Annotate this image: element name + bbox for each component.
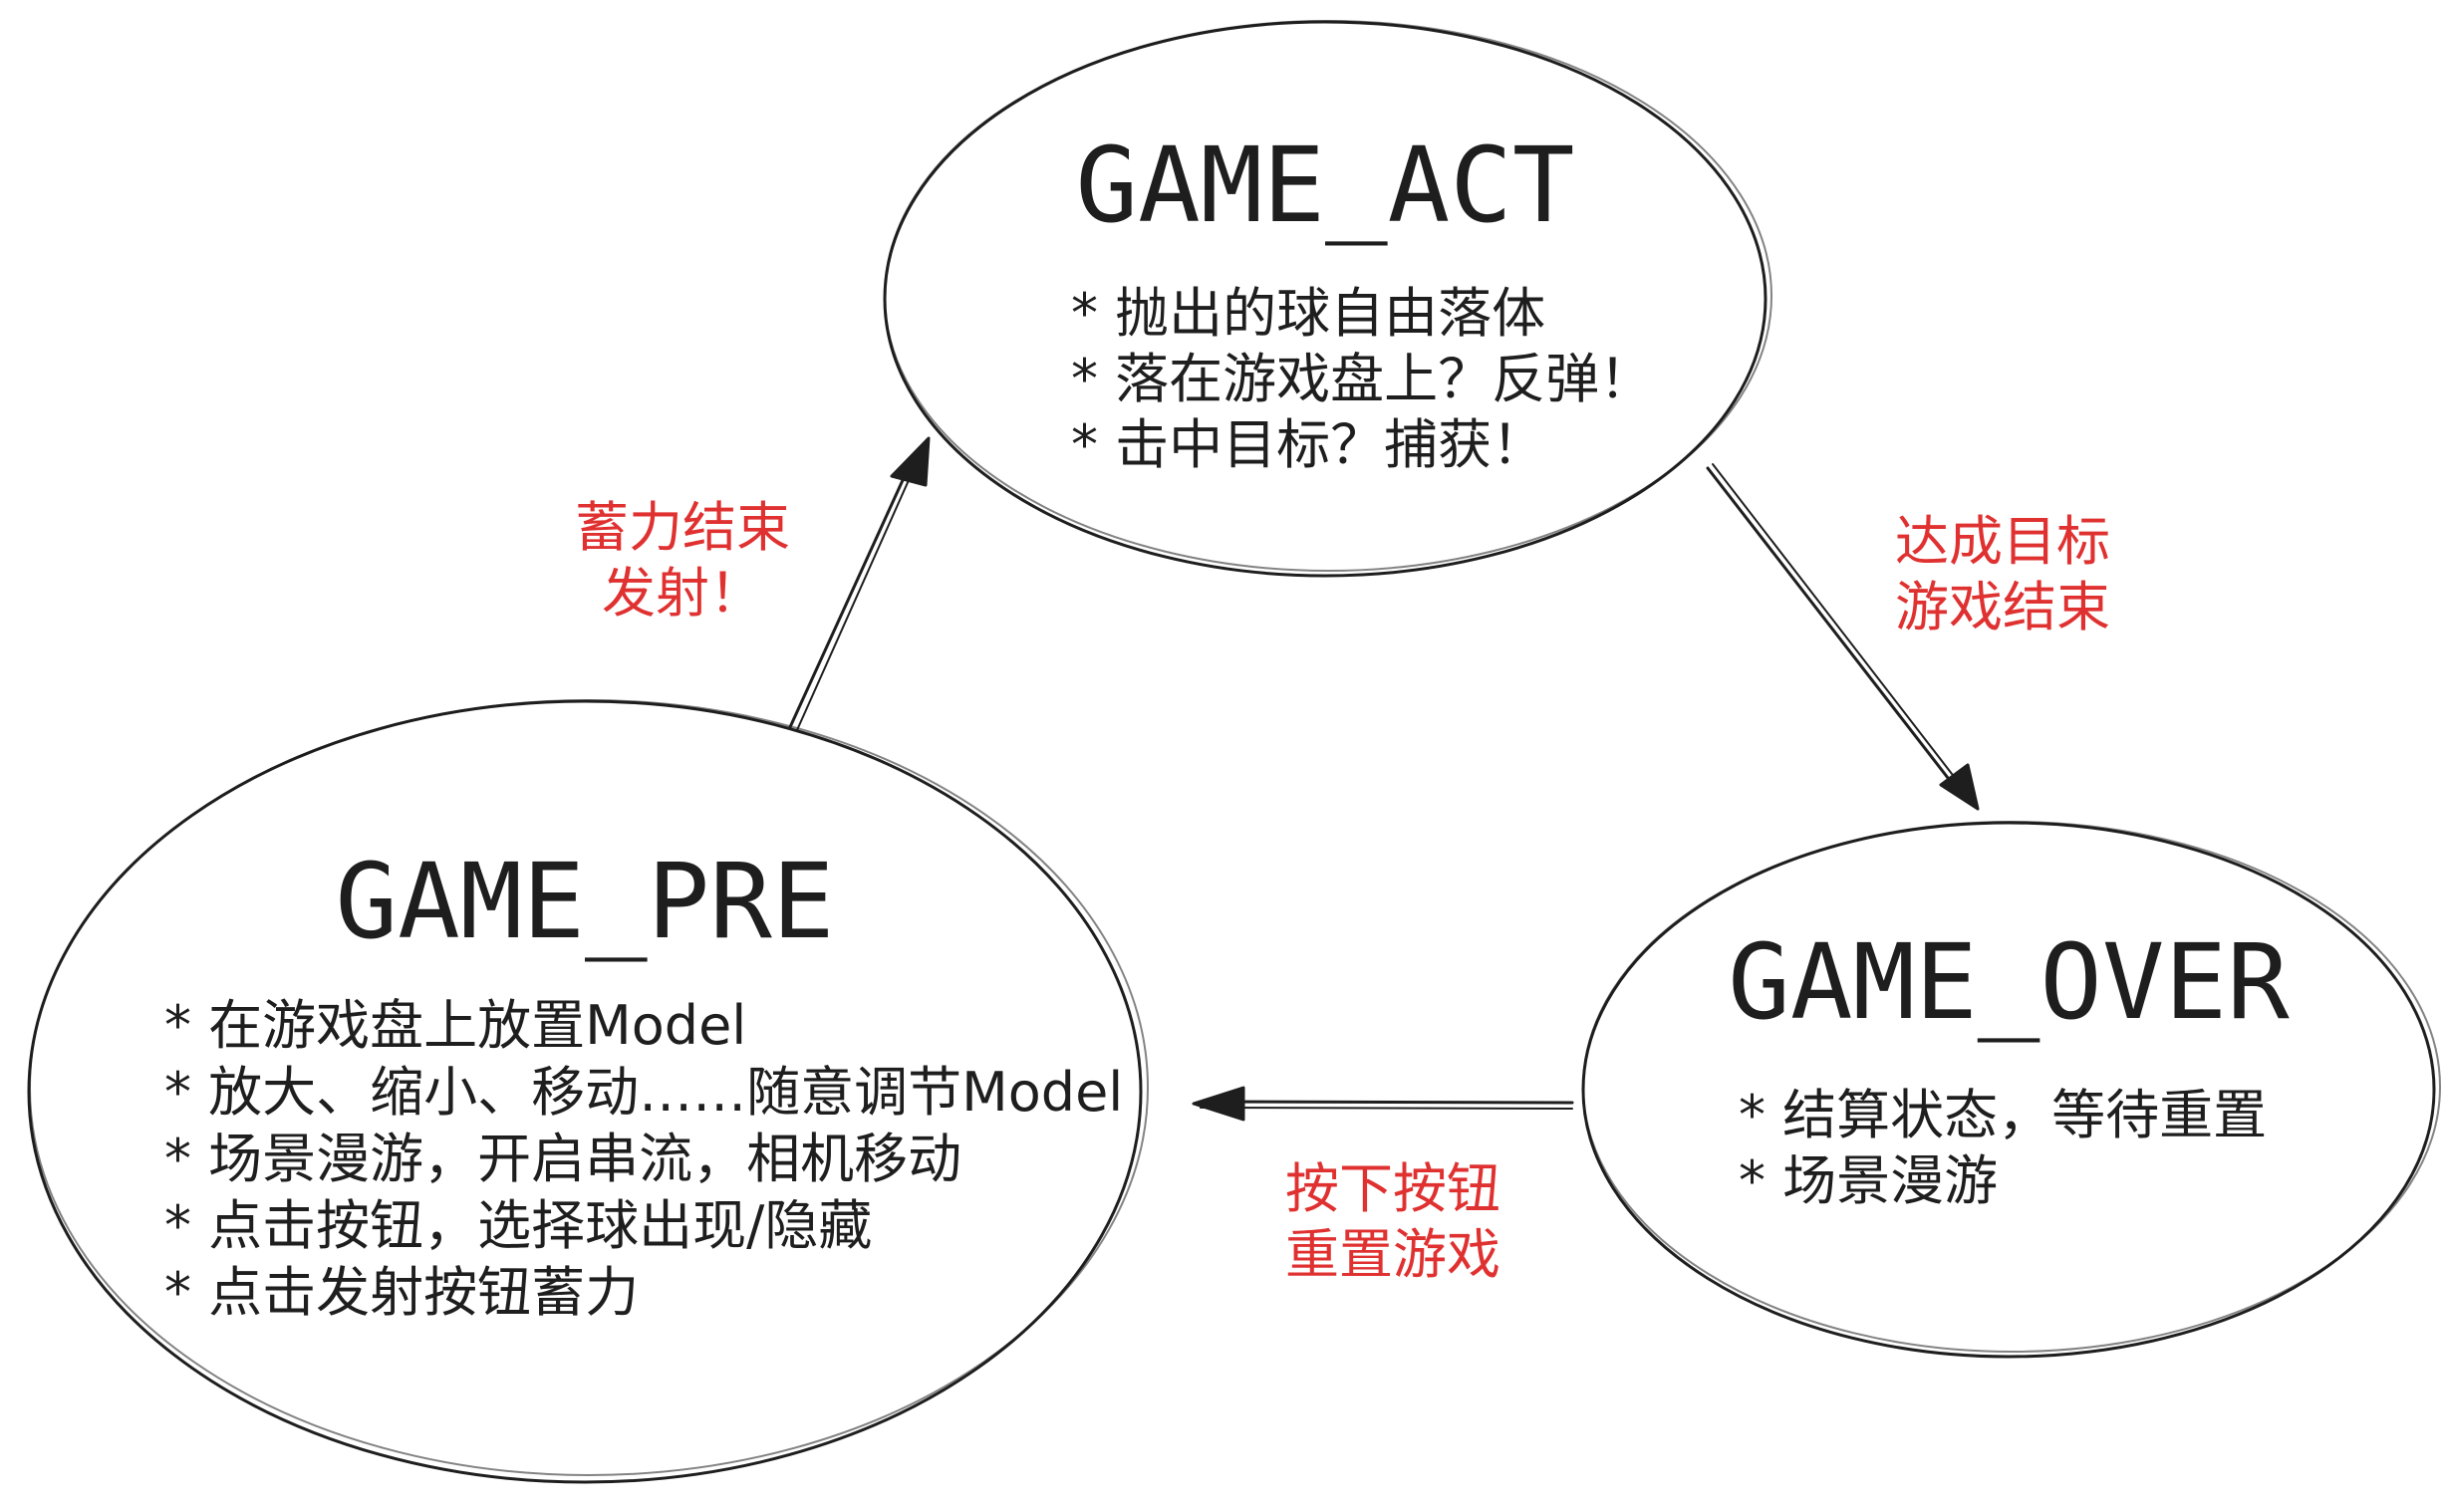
arrow-act-to-over-line	[1706, 466, 1957, 789]
arrow-pre-to-act-line-sketch	[796, 459, 919, 731]
state-game-over-title: GAME_OVER	[1728, 921, 2290, 1043]
arrow-act-to-over	[1706, 463, 1980, 811]
arrow-act-to-over-head	[1939, 763, 1980, 811]
state-game-act-title: GAME_ACT	[1076, 125, 1575, 246]
state-game-over-item: * 场景漫游	[1739, 1149, 1998, 1212]
label-act-to-over-line1: 达成目标	[1895, 510, 2110, 573]
state-game-pre-item: * 点击按钮，选择球出现/隐藏	[164, 1194, 872, 1257]
label-pre-to-act-line2: 发射！	[602, 562, 763, 625]
state-game-pre-title: GAME_PRE	[336, 841, 835, 962]
arrow-act-to-over-line-sketch	[1712, 463, 1960, 784]
label-over-to-pre: 按下按钮 重置游戏	[1285, 1157, 1500, 1286]
state-game-act-sketch-stroke	[884, 20, 1772, 572]
state-game-pre-item: * 场景漫游，开启串流，相机移动	[164, 1128, 961, 1190]
state-game-over-sketch-stroke	[1582, 821, 2441, 1353]
label-over-to-pre-line2: 重置游戏	[1285, 1223, 1500, 1286]
label-pre-to-act: 蓄力结束 发射！	[575, 496, 790, 625]
label-over-to-pre-line1: 按下按钮	[1285, 1157, 1500, 1220]
state-game-pre-item: * 放大、缩小、移动……随意调节Model	[164, 1061, 1123, 1124]
state-game-over-item: * 结算状态，等待重置	[1739, 1084, 2267, 1146]
label-pre-to-act-line1: 蓄力结束	[575, 496, 790, 559]
state-game-pre: GAME_PRE * 在游戏盘上放置Model * 放大、缩小、移动……随意调节…	[27, 699, 1149, 1484]
arrow-over-to-pre-head	[1192, 1086, 1245, 1122]
arrow-over-to-pre-line-sketch	[1200, 1107, 1573, 1110]
state-game-pre-sketch-stroke	[29, 699, 1149, 1476]
state-game-act-item: * 击中目标？捕获！	[1071, 413, 1545, 476]
label-act-to-over: 达成目标 游戏结束	[1895, 510, 2110, 638]
arrow-pre-to-act-head	[890, 436, 931, 487]
state-game-act-item: * 落在游戏盘上？反弹！	[1071, 348, 1653, 410]
arrow-over-to-pre	[1192, 1086, 1574, 1122]
label-act-to-over-line2: 游戏结束	[1895, 576, 2110, 638]
arrow-pre-to-act-line	[788, 454, 916, 729]
state-game-over: GAME_OVER * 结算状态，等待重置 * 场景漫游	[1581, 821, 2441, 1359]
state-game-act: GAME_ACT * 抛出的球自由落体 * 落在游戏盘上？反弹！ * 击中目标？…	[883, 20, 1772, 578]
state-game-act-item: * 抛出的球自由落体	[1071, 282, 1545, 345]
arrow-over-to-pre-line	[1199, 1100, 1574, 1105]
state-game-pre-item: * 点击发射按钮蓄力	[164, 1261, 639, 1324]
state-game-pre-item: * 在游戏盘上放置Model	[164, 994, 746, 1057]
arrow-pre-to-act	[788, 436, 931, 731]
